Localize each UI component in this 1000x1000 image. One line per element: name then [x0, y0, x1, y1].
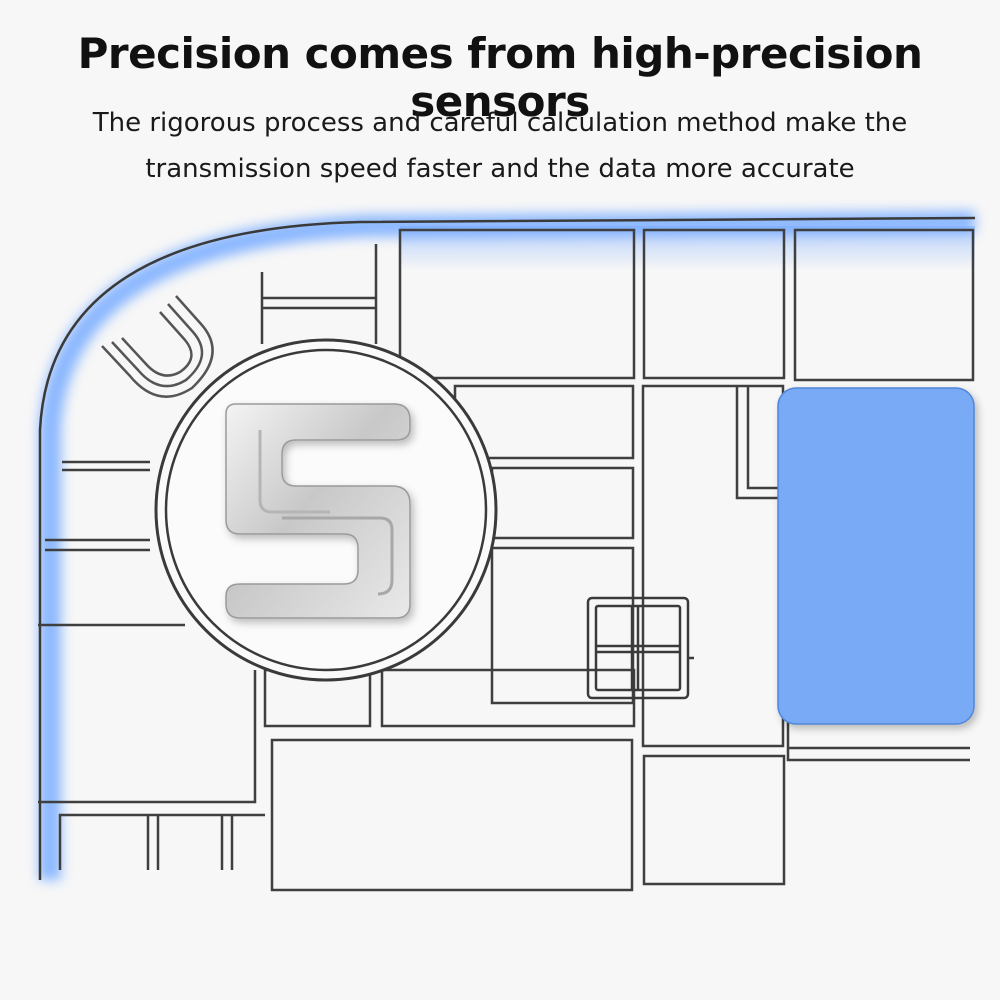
page-subtitle: The rigorous process and careful calcula… [92, 108, 908, 184]
page-title: Precision comes from high-precision sens… [77, 29, 923, 127]
sensor-board-illustration [38, 211, 976, 892]
sensor-chip-emblem-icon [225, 403, 411, 619]
top-glow-band [400, 226, 975, 271]
contact-pad [777, 387, 975, 725]
window-connector [586, 596, 694, 700]
edge-glow [39, 211, 976, 880]
u-notch [101, 295, 214, 398]
board-outline [38, 216, 976, 880]
